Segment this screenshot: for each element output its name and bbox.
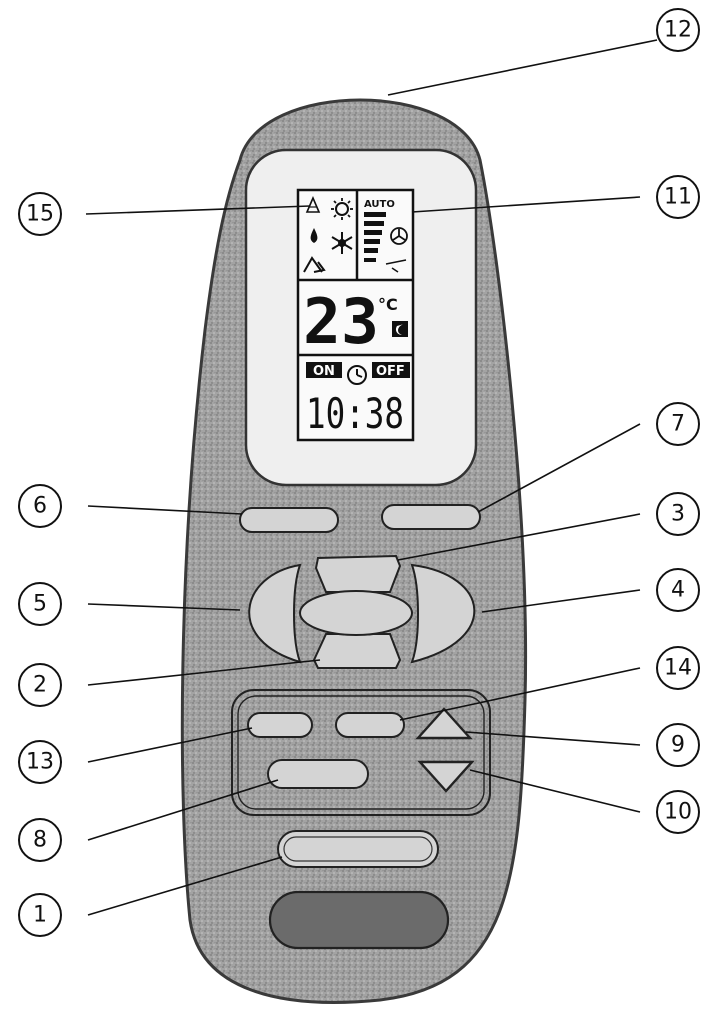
svg-text:13: 13 [26,750,54,775]
svg-text:15: 15 [26,202,54,227]
signal-window [268,890,450,950]
clock-readout: 10:38 [306,389,404,438]
svg-text:8: 8 [33,828,47,853]
svg-text:5: 5 [33,592,47,617]
callout-9: 9 [656,723,700,767]
dpad-right-button[interactable] [410,563,476,664]
svg-text:1: 1 [33,903,47,928]
auto-mode-icon [305,195,321,213]
fan-icon [390,227,408,245]
svg-text:11: 11 [664,185,692,210]
lcd-panel: AUTO 23 °C ON [296,188,415,442]
fan-speed-indicator: AUTO [364,199,408,273]
timer-on-badge: ON [306,362,342,379]
callout-10: 10 [656,790,700,834]
callout-6: 6 [18,484,62,528]
fan-auto-label: AUTO [364,199,395,210]
lower-button-frame [231,689,491,816]
callout-4: 4 [656,568,700,612]
middle-lower-button[interactable] [335,712,405,738]
direction-pad [248,554,476,669]
svg-text:14: 14 [664,656,692,681]
timer-off-badge: OFF [372,362,410,379]
callout-8: 8 [18,818,62,862]
clock-icon [347,365,367,385]
wide-lower-button[interactable] [267,759,369,789]
callout-12: 12 [656,8,700,52]
long-bottom-button[interactable] [277,830,439,868]
temperature-readout: 23 [303,285,379,358]
svg-text:4: 4 [671,578,685,603]
svg-text:7: 7 [671,412,685,437]
temp-up-button[interactable] [415,707,473,740]
callout-7: 7 [656,402,700,446]
svg-text:12: 12 [664,18,692,43]
heat-sun-icon [331,198,353,220]
temp-down-button[interactable] [417,760,475,793]
dpad-left-button[interactable] [248,563,302,664]
svg-text:10: 10 [664,800,692,825]
dry-drop-icon [310,228,318,243]
mode-icons [303,195,353,273]
callout-11: 11 [656,175,700,219]
callout-5: 5 [18,582,62,626]
svg-text:6: 6 [33,494,47,519]
left-top-button[interactable] [239,507,339,533]
svg-text:2: 2 [33,673,47,698]
cool-snowflake-icon [331,232,353,254]
callout-13: 13 [18,740,62,784]
fan-mode-icon [303,256,326,273]
right-top-button[interactable] [381,504,481,530]
long-bottom-button-inner [283,836,433,862]
callout-15: 15 [18,192,62,236]
lower-button-frame-inner [237,695,485,810]
dpad-down-button[interactable] [312,633,402,669]
callout-1: 1 [18,893,62,937]
leader-lines [85,39,658,916]
svg-text:9: 9 [671,733,685,758]
callout-3: 3 [656,492,700,536]
sleep-icon [392,321,408,337]
temperature-unit: °C [378,295,398,314]
swing-louver-icon [385,259,407,273]
svg-text:OFF: OFF [376,364,405,379]
callout-2: 2 [18,663,62,707]
dpad-up-button[interactable] [314,554,402,593]
callout-14: 14 [656,646,700,690]
svg-text:ON: ON [313,364,335,379]
left-lower-button[interactable] [247,712,313,738]
dpad-center-button[interactable] [299,590,413,636]
svg-text:3: 3 [671,502,685,527]
